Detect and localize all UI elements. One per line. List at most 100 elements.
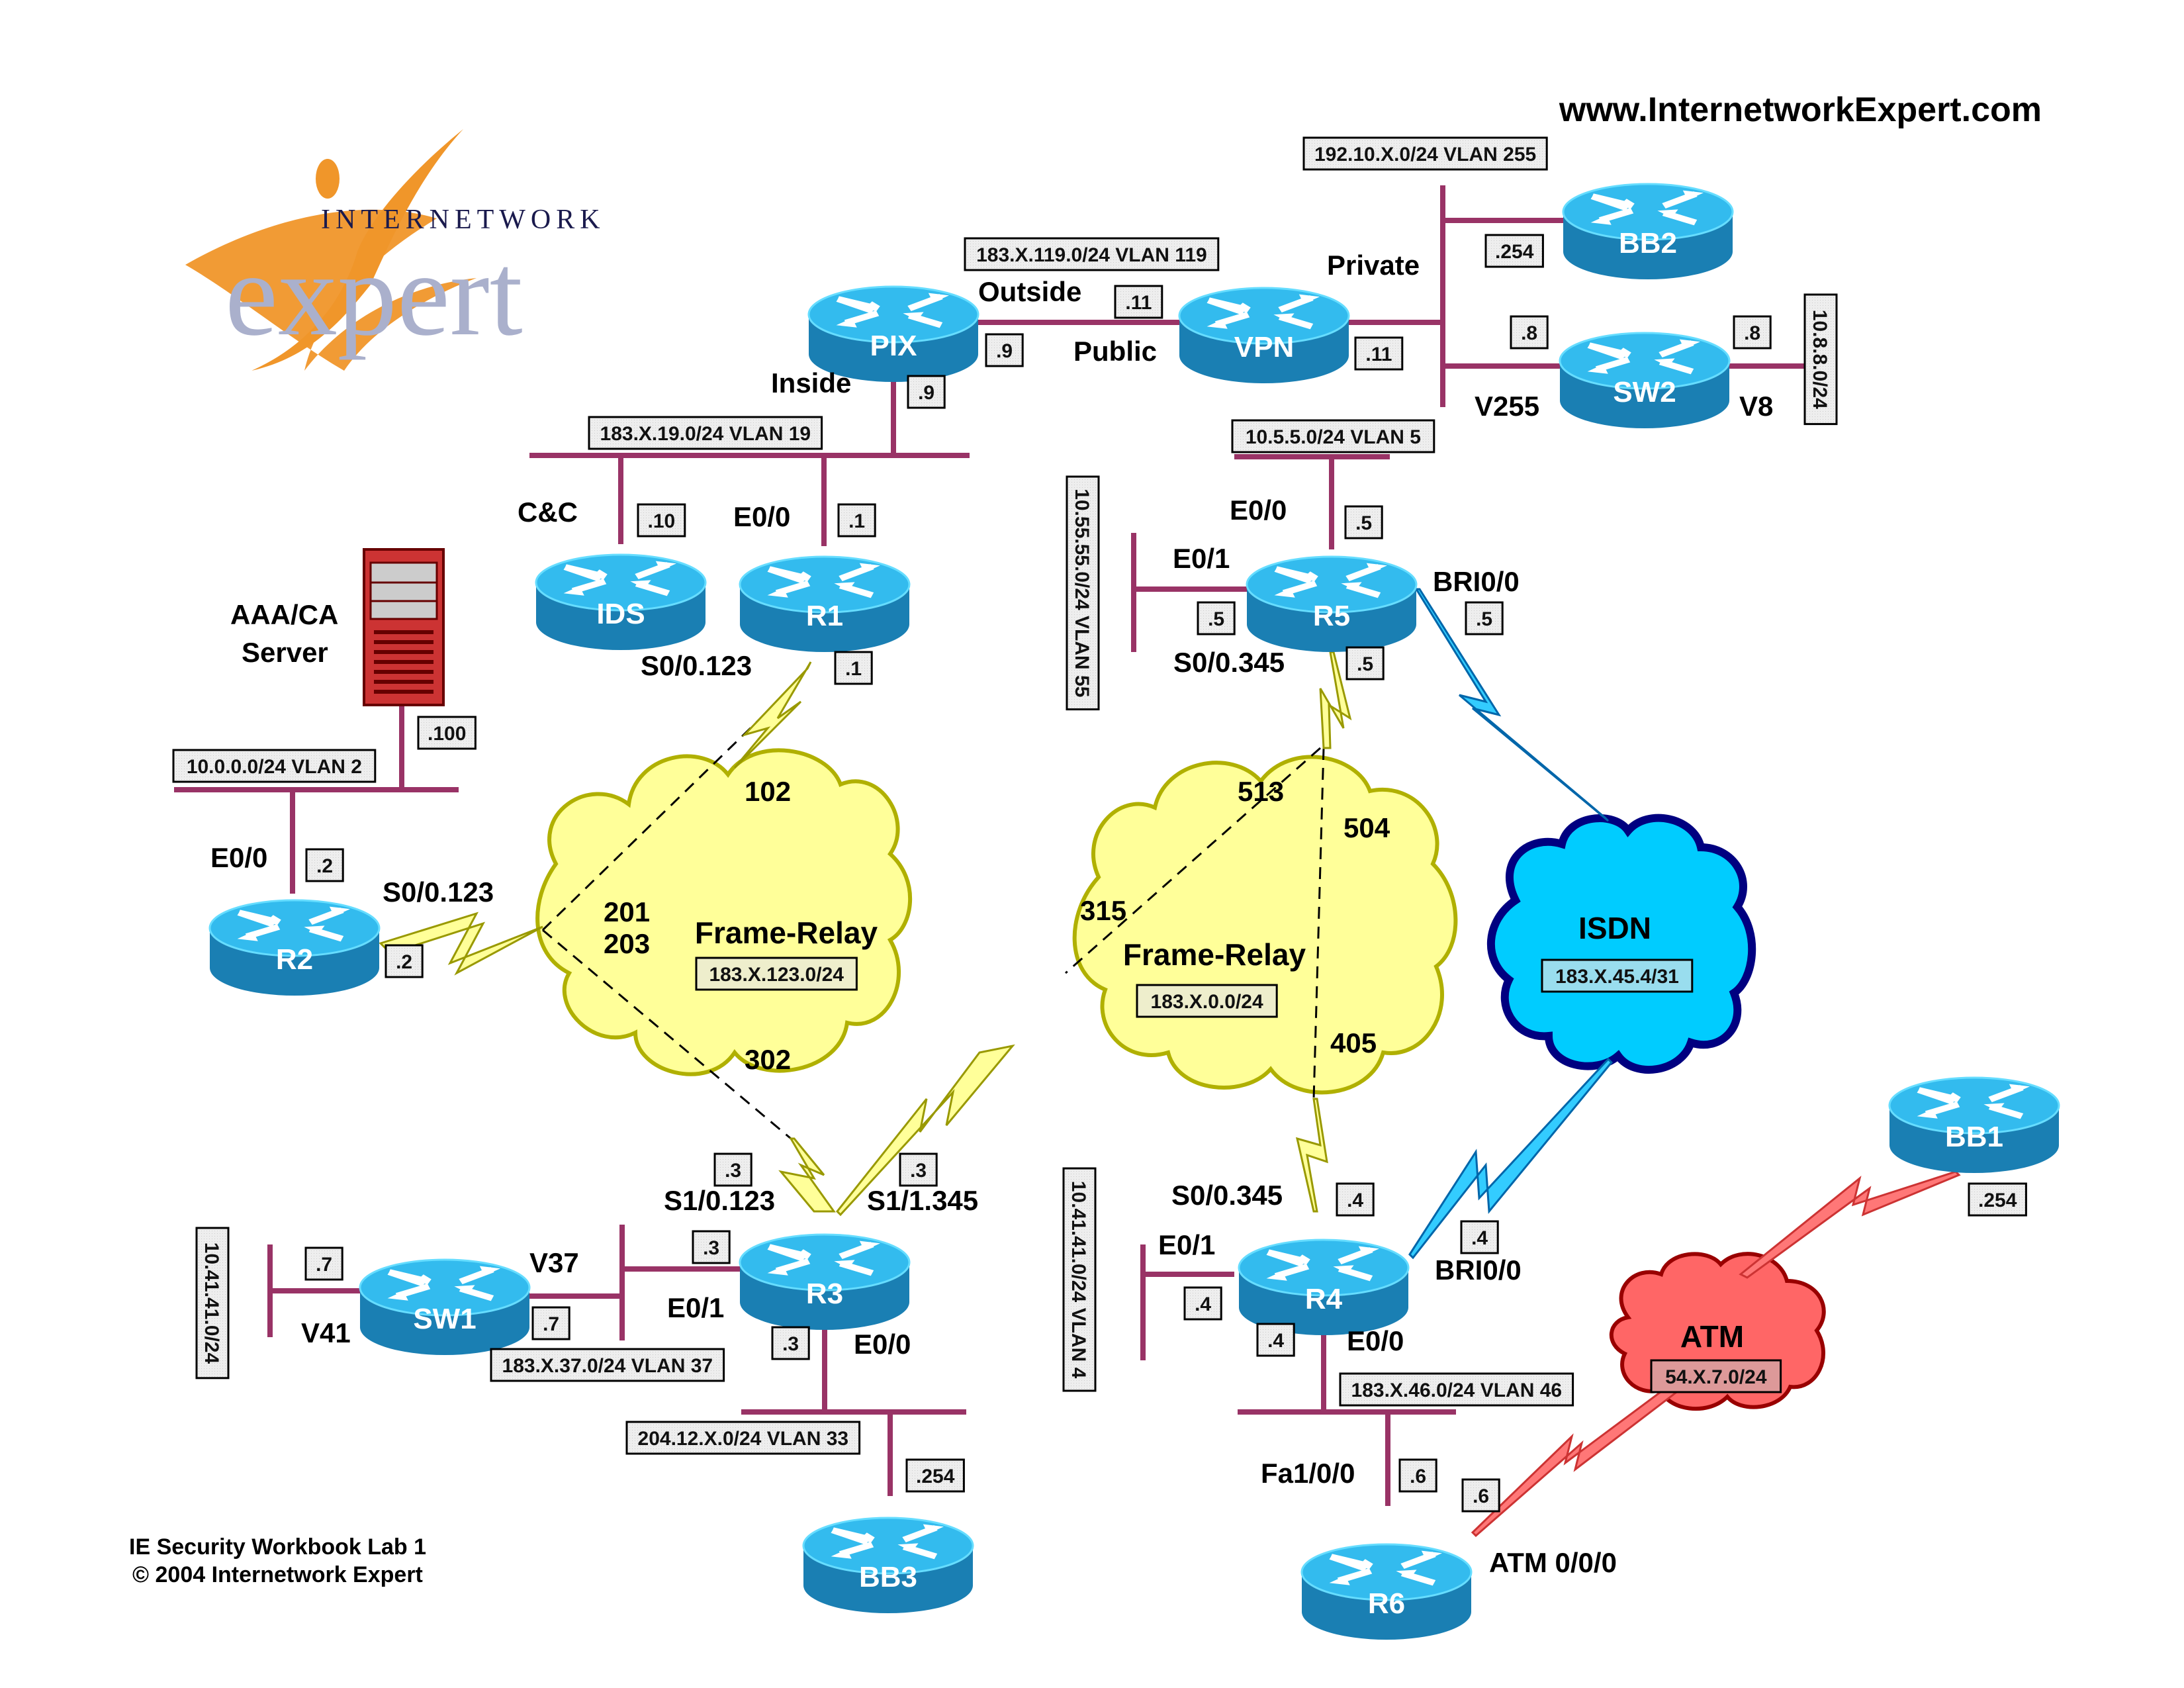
label-sw1-v37: .7 bbox=[531, 1306, 570, 1340]
frame-relay-cloud-1 bbox=[535, 748, 912, 1076]
frame-relay-cloud-2 bbox=[1072, 755, 1458, 1095]
router-r2[interactable]: R2 bbox=[208, 899, 381, 996]
label-r5-bri: BRI0/0 bbox=[1433, 566, 1520, 597]
router-r5-label: R5 bbox=[1313, 600, 1350, 632]
label-server-2: Server bbox=[242, 637, 328, 668]
label-text: 10.55.55.0/24 VLAN 55 bbox=[1071, 489, 1093, 697]
label-vpn-out: .11 bbox=[1114, 285, 1163, 319]
serial-links bbox=[379, 588, 1961, 1538]
label-text: .3 bbox=[725, 1160, 741, 1182]
ethernet-links bbox=[174, 185, 1823, 1506]
footer-copyright: © 2004 Internetwork Expert bbox=[132, 1562, 423, 1587]
label-atm: 54.X.7.0/24 bbox=[1650, 1359, 1782, 1393]
label-pix-out: .9 bbox=[985, 333, 1024, 367]
label-text: 183.X.123.0/24 bbox=[709, 964, 844, 986]
router-sw2[interactable]: SW2 bbox=[1559, 332, 1731, 428]
fr1-label: Frame-Relay bbox=[695, 915, 878, 950]
isdn-cloud bbox=[1486, 814, 1756, 1074]
label-text: .4 bbox=[1195, 1293, 1211, 1315]
label-text: .3 bbox=[910, 1160, 927, 1182]
label-bb2: .254 bbox=[1484, 234, 1544, 268]
label-text: .5 bbox=[1208, 608, 1224, 630]
label-text: 10.41.41.0/24 bbox=[201, 1243, 222, 1364]
label-text: 183.X.19.0/24 VLAN 19 bbox=[600, 423, 811, 445]
label-r4-e00: .4 bbox=[1256, 1323, 1295, 1357]
label-r5-e00: E0/0 bbox=[1230, 494, 1287, 526]
router-bb2-label: BB2 bbox=[1619, 227, 1677, 259]
dlci-504: 504 bbox=[1343, 812, 1390, 843]
dlci-405: 405 bbox=[1330, 1027, 1377, 1058]
label-text: .8 bbox=[1744, 322, 1760, 344]
fr2-label: Frame-Relay bbox=[1123, 937, 1306, 972]
label-vlan119: 183.X.119.0/24 VLAN 119 bbox=[964, 237, 1220, 271]
router-r6[interactable]: R6 bbox=[1300, 1543, 1473, 1640]
label-r4-s0: S0/0.345 bbox=[1171, 1180, 1283, 1211]
router-r6-label: R6 bbox=[1368, 1587, 1405, 1620]
label-sw2-v8: .8 bbox=[1733, 315, 1772, 350]
label-text: 10.5.5.0/24 VLAN 5 bbox=[1246, 426, 1421, 448]
router-bb2[interactable]: BB2 bbox=[1562, 183, 1734, 279]
router-vpn[interactable]: VPN bbox=[1178, 287, 1350, 383]
router-sw1[interactable]: SW1 bbox=[359, 1258, 531, 1355]
router-sw2-label: SW2 bbox=[1613, 376, 1676, 408]
label-r3-e01: E0/1 bbox=[667, 1292, 724, 1323]
label-vlan55: 10.55.55.0/24 VLAN 55 bbox=[1066, 475, 1100, 711]
label-vlan4: 10.41.41.0/24 VLAN 4 bbox=[1062, 1167, 1097, 1392]
label-r4-s: .4 bbox=[1336, 1182, 1375, 1217]
label-r2-s: .2 bbox=[385, 944, 424, 978]
label-text: .6 bbox=[1473, 1485, 1489, 1507]
label-text: 10.0.0.0/24 VLAN 2 bbox=[187, 756, 362, 778]
router-bb3-label: BB3 bbox=[859, 1561, 917, 1593]
label-r5-s: .5 bbox=[1345, 646, 1385, 680]
router-r1[interactable]: R1 bbox=[739, 555, 911, 652]
logo-internetwork-text: INTERNETWORK bbox=[321, 205, 606, 235]
label-r1-e: .1 bbox=[837, 503, 876, 538]
label-r6-fa: .6 bbox=[1398, 1458, 1437, 1493]
label-private: Private bbox=[1327, 250, 1420, 281]
dlci-513: 513 bbox=[1238, 776, 1284, 807]
label-r2-s0: S0/0.123 bbox=[383, 876, 494, 908]
label-r5-e01: .5 bbox=[1197, 601, 1236, 635]
aaa-ca-server[interactable] bbox=[363, 548, 445, 706]
label-text: .7 bbox=[543, 1313, 559, 1335]
label-text: 192.10.X.0/24 VLAN 255 bbox=[1314, 144, 1536, 165]
label-r4-e00: E0/0 bbox=[1347, 1325, 1404, 1356]
router-r5[interactable]: R5 bbox=[1246, 555, 1418, 652]
router-bb1[interactable]: BB1 bbox=[1888, 1076, 2060, 1173]
label-r2-e00: E0/0 bbox=[210, 842, 267, 873]
router-sw1-label: SW1 bbox=[413, 1303, 476, 1335]
label-text: .5 bbox=[1476, 608, 1492, 630]
label-text: .11 bbox=[1365, 344, 1392, 365]
router-vpn-label: VPN bbox=[1234, 331, 1294, 363]
label-pix-in: .9 bbox=[907, 375, 946, 409]
label-text: 10.8.8.0/24 bbox=[1809, 310, 1831, 409]
label-vlan255: 192.10.X.0/24 VLAN 255 bbox=[1302, 136, 1548, 171]
label-inside: Inside bbox=[771, 367, 851, 399]
router-pix[interactable]: PIX bbox=[807, 285, 979, 382]
dlci-201: 201 bbox=[604, 896, 650, 927]
router-bb3[interactable]: BB3 bbox=[802, 1517, 974, 1613]
label-text: .4 bbox=[1347, 1190, 1363, 1211]
label-text: 10.41.41.0/24 VLAN 4 bbox=[1068, 1181, 1089, 1379]
label-vlan2: 10.0.0.0/24 VLAN 2 bbox=[172, 749, 377, 783]
dlci-203: 203 bbox=[604, 928, 650, 959]
website-url[interactable]: www.InternetworkExpert.com bbox=[1559, 91, 2042, 129]
router-ids[interactable]: IDS bbox=[535, 553, 707, 650]
label-text: .4 bbox=[1471, 1227, 1488, 1249]
router-r4[interactable]: R4 bbox=[1238, 1239, 1410, 1335]
label-text: .9 bbox=[918, 382, 934, 404]
label-v8: V8 bbox=[1739, 391, 1773, 422]
interface-labels: Outside Public Private Inside V255 V8 C&… bbox=[210, 250, 1773, 1578]
router-r3[interactable]: R3 bbox=[739, 1233, 911, 1330]
label-text: .2 bbox=[316, 855, 333, 877]
router-r4-label: R4 bbox=[1305, 1283, 1343, 1315]
label-vlan33: 204.12.X.0/24 VLAN 33 bbox=[625, 1421, 861, 1455]
label-text: .5 bbox=[1357, 653, 1373, 675]
label-sw1-v41: .7 bbox=[304, 1246, 343, 1281]
label-v41: V41 bbox=[301, 1317, 351, 1348]
label-text: .7 bbox=[316, 1254, 332, 1276]
label-r6-atm: ATM 0/0/0 bbox=[1489, 1547, 1617, 1578]
label-text: .100 bbox=[428, 723, 466, 745]
label-v255: V255 bbox=[1475, 391, 1539, 422]
